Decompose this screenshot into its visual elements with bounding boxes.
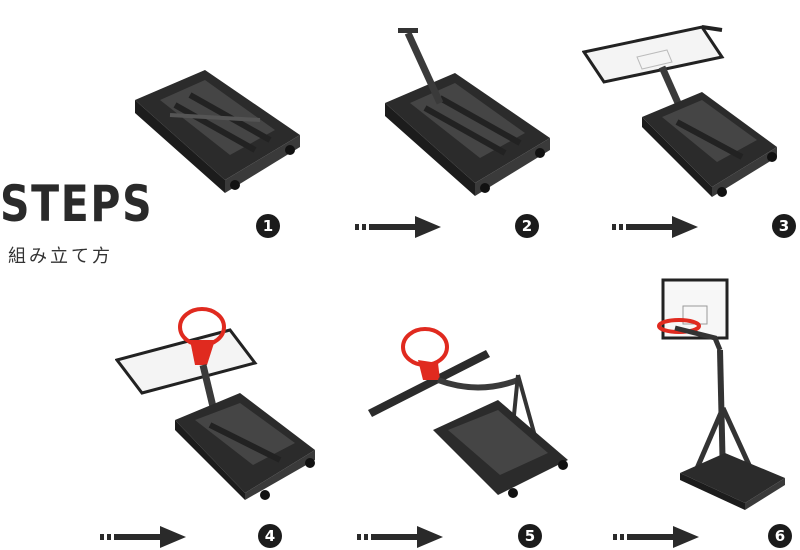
step-2-illustration [385, 28, 550, 196]
arrow-icon [100, 526, 186, 548]
steps-title: STEPS [0, 175, 154, 233]
step-3-illustration [582, 25, 777, 197]
arrow-icon [357, 526, 443, 548]
arrow-icon [612, 216, 698, 238]
step-5-illustration [368, 327, 568, 498]
step-6-badge: 6 [768, 524, 792, 548]
step-6-illustration [657, 278, 785, 510]
step-4-badge: 4 [258, 524, 282, 548]
steps-subtitle: 組み立て方 [8, 246, 113, 267]
step-1-badge: 1 [256, 214, 280, 238]
arrow-icon [355, 216, 441, 238]
step-1-illustration [135, 70, 300, 193]
step-4-illustration [115, 307, 315, 500]
arrow-icon [613, 526, 699, 548]
step-2-badge: 2 [515, 214, 539, 238]
step-5-badge: 5 [518, 524, 542, 548]
title-block: STEPS 組み立て方 [0, 178, 187, 268]
step-3-badge: 3 [772, 214, 796, 238]
